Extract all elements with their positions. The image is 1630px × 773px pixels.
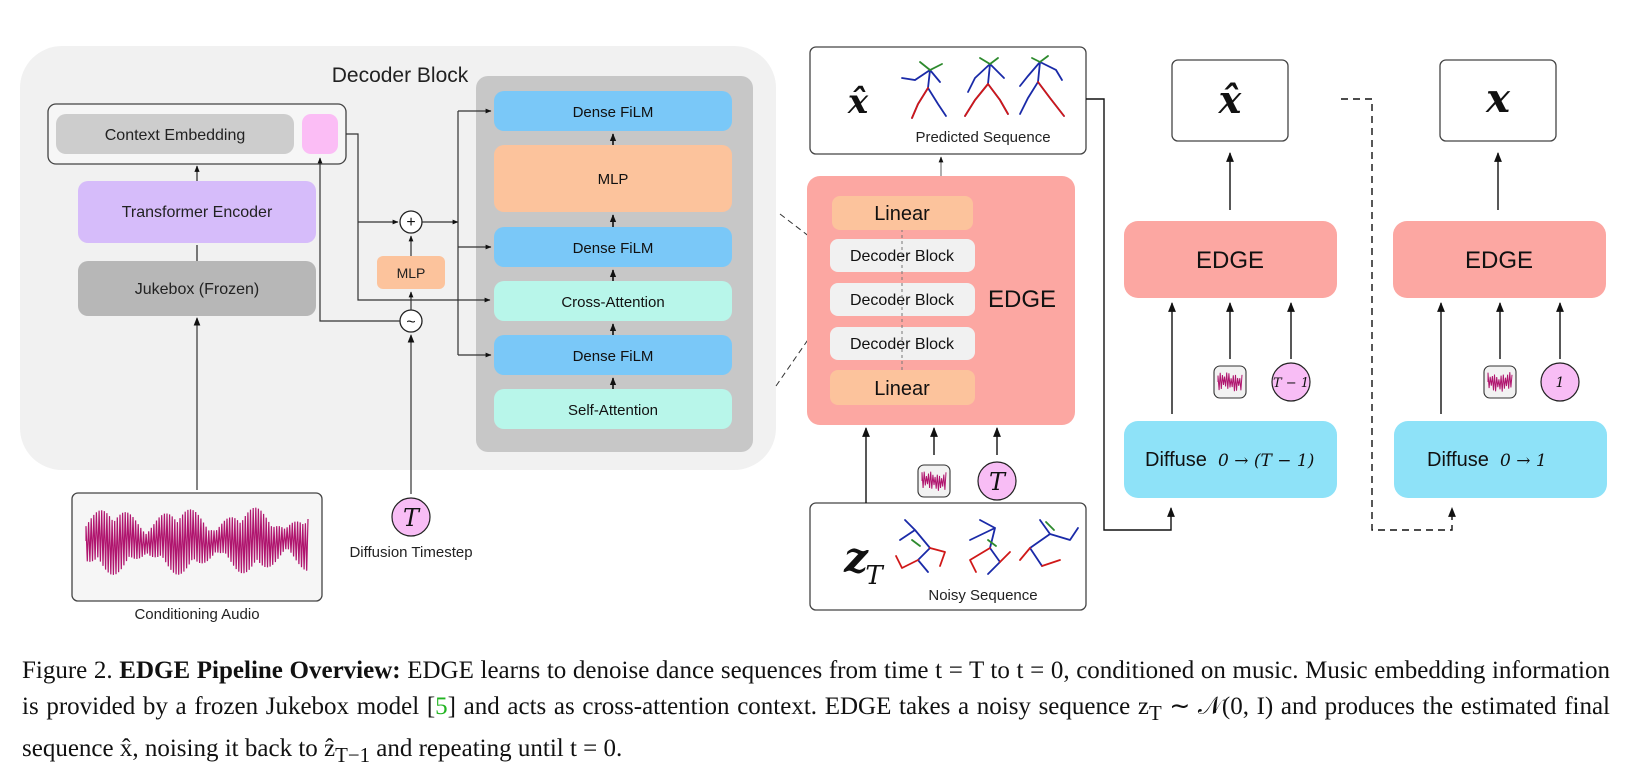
self-attention-label: Self-Attention [568,402,658,419]
step3-output-symbol: x [1485,75,1511,122]
step3-diffuse-word: Diffuse [1427,449,1489,471]
figure-caption: Figure 2. EDGE Pipeline Overview: EDGE l… [22,653,1610,773]
mlp-small-box [377,256,445,289]
caption-reference-link[interactable]: 5 [435,693,448,720]
linear-bottom-label: Linear [874,378,930,400]
diffusion-timestep-symbol: T [403,504,421,532]
step3-diffuse-math: 0 → 1 [1500,451,1547,471]
dense-film-layer-top [494,91,732,131]
audio-token-waveform-icon [921,471,947,491]
predicted-sequence-label: Predicted Sequence [915,129,1050,146]
dense-film-layer-bottom [494,335,732,375]
diffusion-timestep-label: Diffusion Timestep [349,544,472,561]
step3-output-box [1439,59,1557,142]
mlp-layer-label: MLP [598,171,629,188]
decoder-block-1-label: Decoder Block [850,248,955,265]
noisy-sequence-symbol: z [843,533,869,582]
predicted-sequence-symbol: x̂ [847,82,869,122]
zoom-line-bottom [775,317,824,387]
step2-output-symbol: x̂ [1218,77,1243,122]
step3-edge-box [1393,221,1606,298]
caption-title: EDGE Pipeline Overview: [119,657,401,684]
context-embedding-label: Context Embedding [105,127,246,144]
diffusion-timestep-icon [391,497,431,537]
edge-timestep-icon [977,461,1017,501]
jukebox-box [78,261,316,316]
decoder-block-title: Decoder Block [332,64,469,87]
caption-text-4: and repeating until t = 0. [370,735,623,762]
predicted-sequence-box [809,46,1087,155]
caption-prefix: Figure 2. [22,657,120,684]
step3-audio-token-icon [1483,365,1517,399]
decoder-block-2 [830,283,975,316]
transformer-encoder-box [78,181,316,243]
context-embedding-box [56,114,294,154]
jukebox-label: Jukebox (Frozen) [135,281,260,298]
caption-text-1: EDGE learns to denoise dance sequences f… [22,657,1610,720]
caption-text-3: ∼ 𝒩(0, I) and produces the estimated fin… [22,693,1611,762]
dense-film-middle-label: Dense FiLM [573,240,654,257]
audio-waveform-icon [85,507,309,575]
step2-edge-box [1124,221,1337,298]
step2-diffuse-box [1124,421,1337,498]
step2-timestep-icon [1271,362,1311,402]
dense-film-bottom-label: Dense FiLM [573,348,654,365]
step2-diffuse-math: 0 → (T − 1) [1218,451,1314,471]
connector-predicted-to-diffuse [1086,98,1175,531]
edge-model-label: EDGE [988,286,1056,313]
transformer-encoder-label: Transformer Encoder [122,204,273,221]
decoder-block-2-label: Decoder Block [850,292,955,309]
linear-top-layer [832,196,973,230]
noisy-sequence-subscript: T [865,561,884,591]
pipeline-diagram: Decoder Block Context Embedding Transfor… [20,46,1607,623]
add-operator-symbol: + [406,214,415,231]
mlp-small-label: MLP [397,265,426,281]
linear-bottom-layer [830,370,975,405]
dense-film-top-label: Dense FiLM [573,104,654,121]
caption-subscript-1: T [1148,701,1162,725]
noisy-skeletons-icon [895,519,1079,575]
step3-edge-label: EDGE [1465,247,1533,274]
step3-timestep-label: 1 [1556,375,1565,391]
linear-top-label: Linear [874,203,930,225]
noisy-sequence-label: Noisy Sequence [928,587,1037,604]
connector-step2-to-step3 [1341,98,1456,531]
dense-film-layer-middle [494,227,732,267]
mlp-layer [494,145,732,212]
step3-diffuse-box [1394,421,1607,498]
caption-subscript-2: T−1 [335,743,371,767]
timestep-embed-operator-symbol: ~ [406,314,415,331]
step2-audio-token-waveform-icon [1217,372,1243,392]
noisy-sequence-box [809,502,1087,611]
predicted-skeletons-icon [901,55,1065,119]
cross-attention-layer [494,281,732,321]
step2-diffuse-word: Diffuse [1145,449,1207,471]
step3-audio-token-waveform-icon [1487,372,1513,392]
conditioning-audio-label: Conditioning Audio [134,606,259,623]
step2-edge-label: EDGE [1196,247,1264,274]
step2-timestep-label: T − 1 [1273,376,1309,391]
edge-timestep-symbol: T [989,468,1007,496]
step2-output-box [1171,59,1289,142]
caption-text-2: ] and acts as cross-attention context. E… [447,693,1149,720]
step3-timestep-icon [1540,362,1580,402]
context-token [302,114,338,154]
cross-attention-label: Cross-Attention [561,294,664,311]
conditioning-connectors [193,108,492,494]
self-attention-layer [494,389,732,429]
